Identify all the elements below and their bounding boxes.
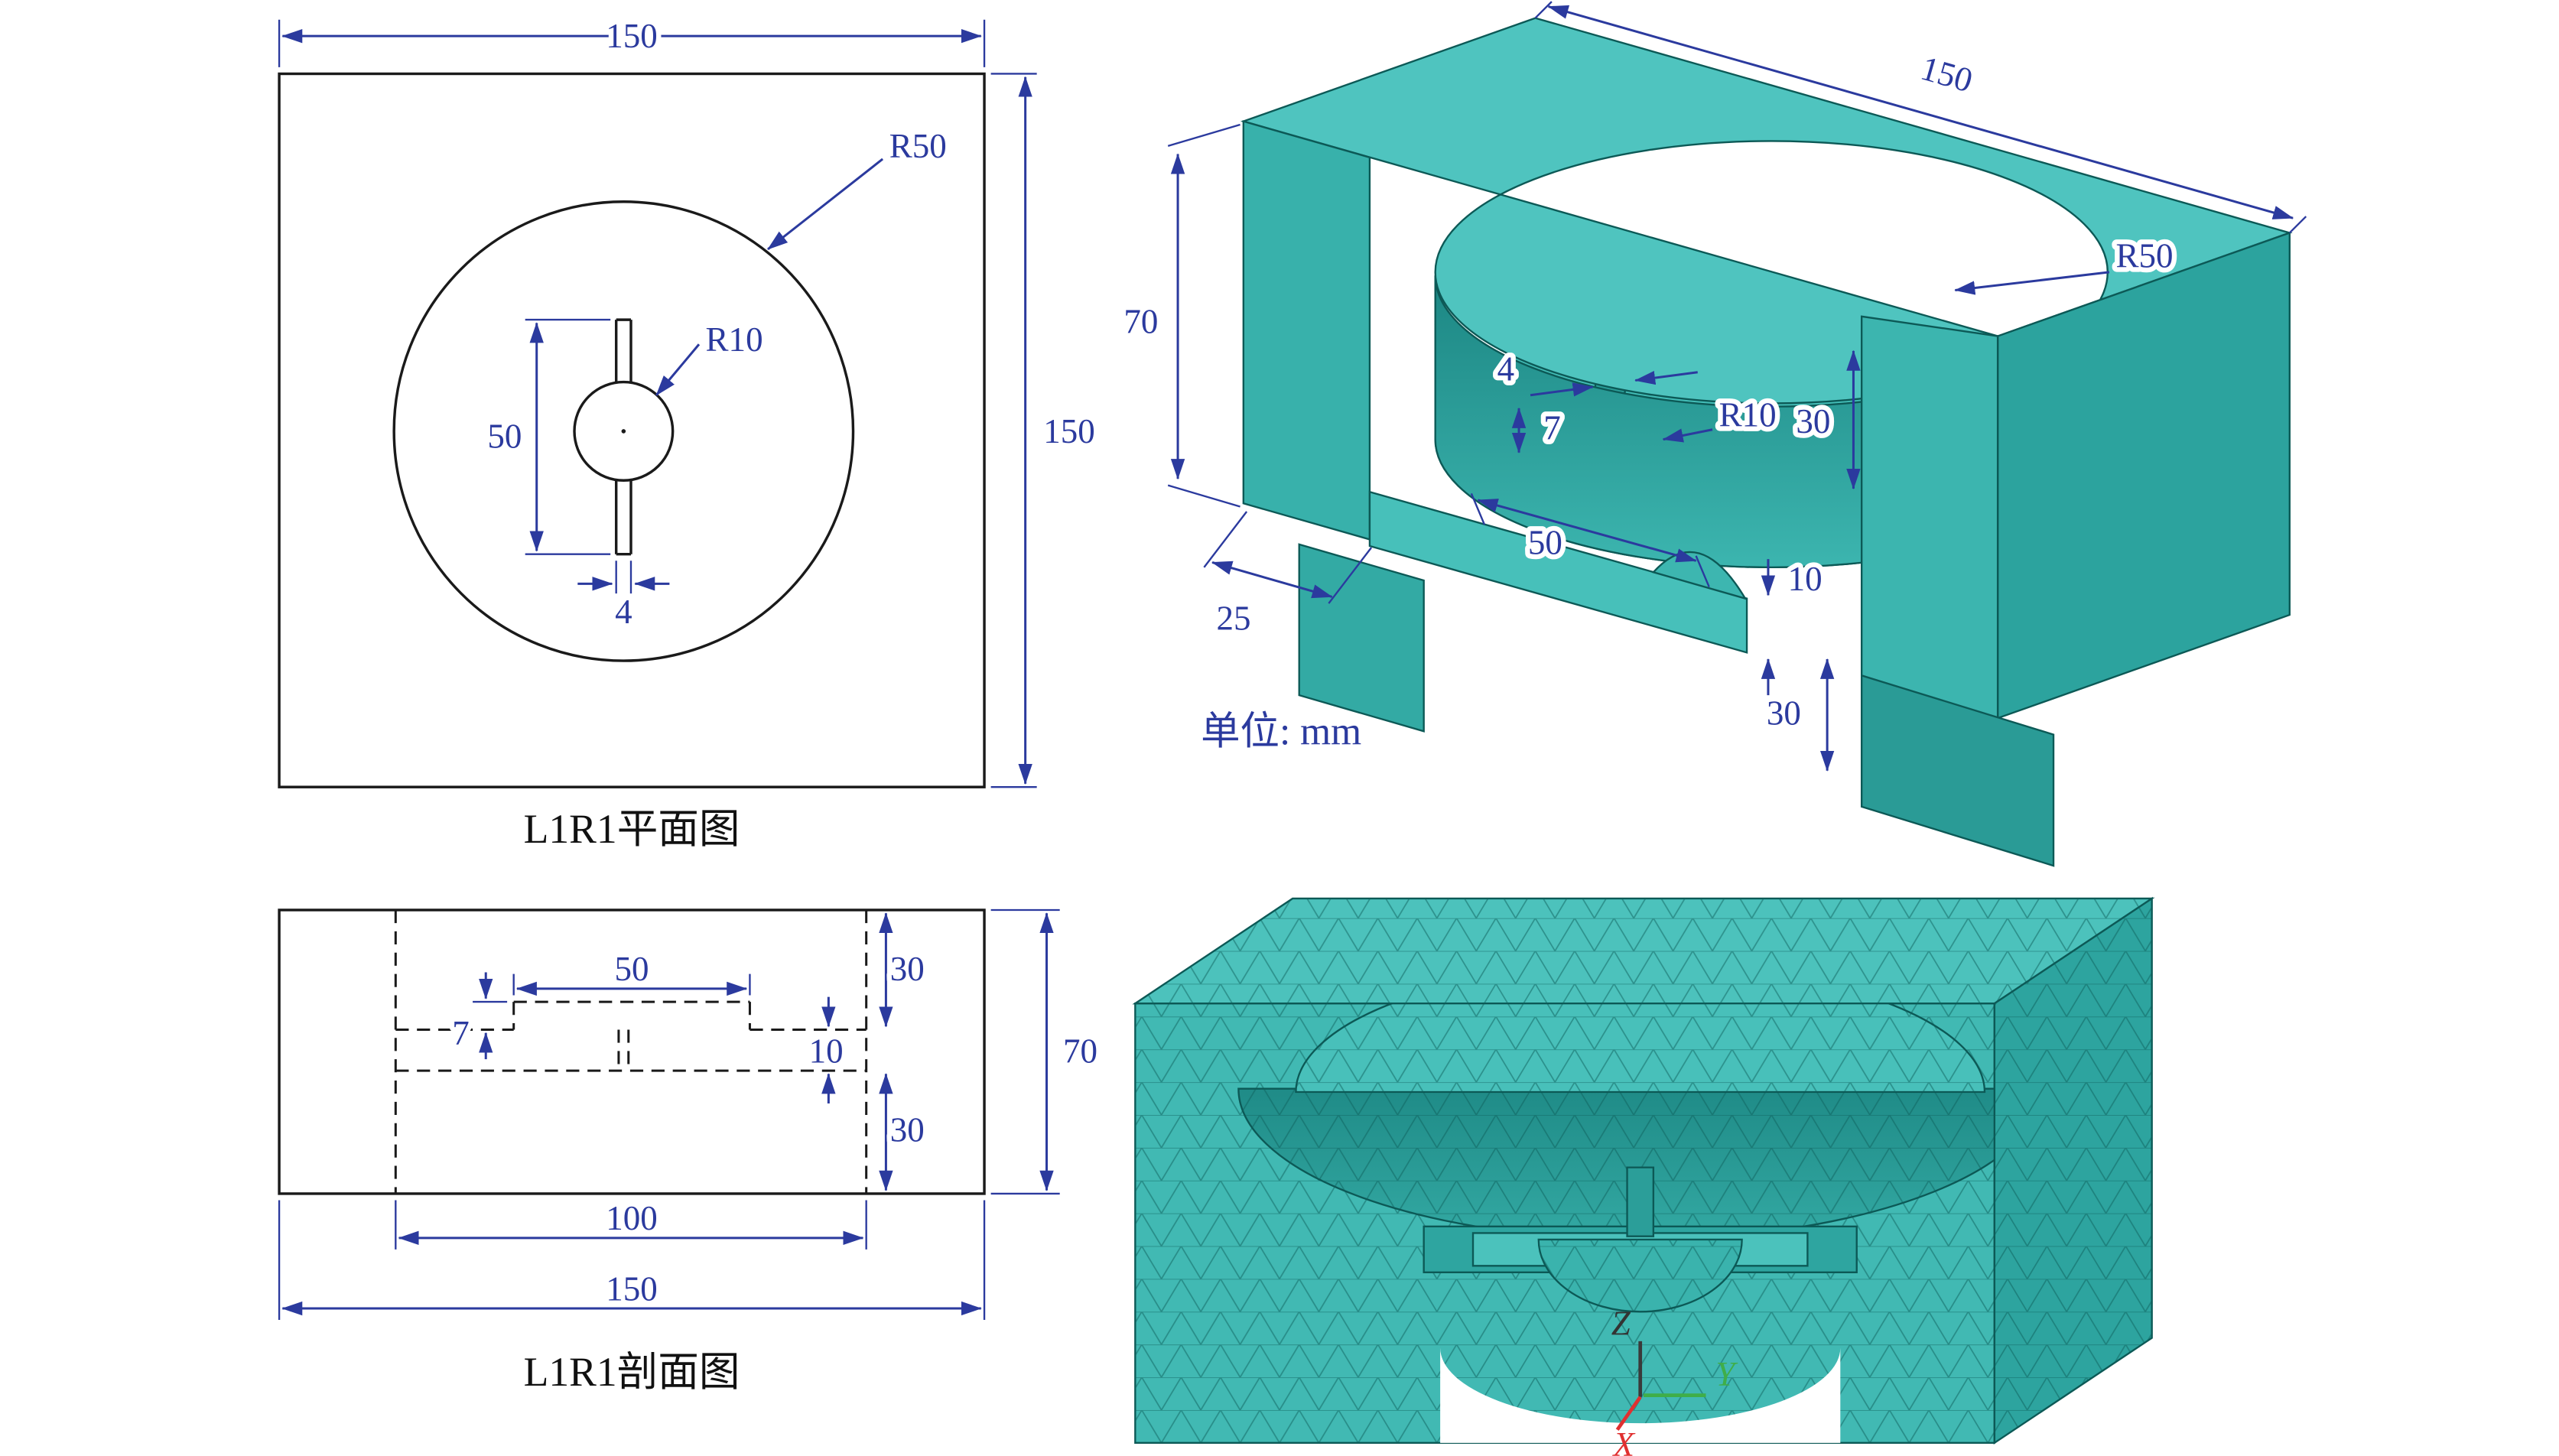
section-dim-opening: 100: [395, 1194, 867, 1250]
plan-dim-slot-width-label: 4: [615, 593, 632, 631]
iso-arch-right-leg: [1860, 674, 2055, 867]
coordinate-triad: Z Y X: [1611, 1304, 1739, 1456]
iso-dim-slot: 50: [1470, 492, 1710, 588]
iso-dim-wall-thickness: 25: [1203, 511, 1373, 642]
section-dim-top-wall-label: 30: [890, 950, 925, 988]
section-dim-width: 150: [278, 1200, 986, 1321]
plan-center-dot: [621, 429, 626, 434]
iso-plate-cut-sliver: [1368, 490, 1748, 654]
iso-dim-height-label: 70: [1123, 302, 1158, 340]
plan-outer-circle-r50: [392, 200, 855, 662]
iso-r50-label: R50: [2116, 236, 2174, 275]
iso-r10-label: R10: [1719, 395, 1777, 434]
plan-dim-height: 150: [990, 73, 1100, 788]
iso-dim-height: 70: [1119, 123, 1240, 508]
plan-r50-label: R50: [889, 127, 947, 165]
x-axis-line: [1615, 1396, 1642, 1432]
plan-slot: [614, 318, 632, 556]
section-dim-width-label: 150: [606, 1269, 658, 1308]
iso-dim-plate: 10: [1761, 554, 1827, 696]
plan-r10-label: R10: [706, 320, 763, 359]
section-dim-bottom-wall-label: 30: [890, 1110, 925, 1149]
section-hidden-lines: [394, 910, 868, 1194]
iso-dim-wall-label: 25: [1216, 599, 1250, 637]
iso-left-leg: [1298, 543, 1425, 733]
plan-dim-width-label: 150: [606, 17, 658, 55]
iso-left-cut-face: [1242, 120, 1371, 541]
iso-front-right-face: [1996, 231, 2291, 720]
mesh-boss-rib: [1626, 1166, 1655, 1237]
plan-dim-width: 150: [278, 12, 986, 67]
section-dim-top-wall: 30: [879, 912, 929, 1028]
plan-label-r10: R10: [655, 315, 768, 396]
plan-dim-height-label: 150: [1043, 412, 1095, 450]
iso-label-r10: R10: [1662, 391, 1781, 443]
iso-dim-rib-label: 4: [1497, 349, 1515, 388]
x-axis-label: X: [1612, 1425, 1636, 1456]
iso-label-r50: R50: [1954, 232, 2178, 295]
section-dim-plate: 10: [804, 996, 848, 1104]
z-axis-label: Z: [1611, 1304, 1631, 1342]
iso-front-cut-strip: [1860, 315, 1999, 720]
iso-view: 150 70 25 R50 4 7 R10: [1119, 1, 2307, 867]
plan-dim-slot-length-label: 50: [487, 417, 522, 455]
section-dim-slot: 50: [512, 945, 751, 996]
section-dim-height: 70: [990, 908, 1102, 1195]
iso-dim-width-label: 150: [1917, 49, 1977, 100]
section-outline: [278, 908, 986, 1195]
mesh-right-face-mesh: [1994, 898, 2152, 1443]
plan-inner-circle-r10: [573, 380, 675, 482]
units-label: 单位: mm: [1201, 710, 1361, 753]
plan-outer-square: [278, 72, 986, 788]
mesh-top-face-mesh: [1135, 898, 2152, 1004]
iso-dim-boss-height-label: 7: [1543, 409, 1561, 447]
plan-dim-slot-width: 4: [577, 561, 670, 635]
section-dim-height-label: 70: [1063, 1032, 1097, 1070]
iso-dim-slot-label: 50: [1528, 524, 1562, 562]
iso-dim-cavity-depth: 30: [1791, 349, 1861, 490]
section-caption: L1R1剖面图: [524, 1349, 740, 1395]
iso-dim-plate-label: 10: [1788, 560, 1823, 598]
plan-view: 150 150 50 4 R10 R50 L1: [278, 12, 1100, 852]
mesh-arch-opening: [1440, 1347, 1841, 1443]
plan-dim-slot-length: 50: [483, 318, 611, 555]
section-dim-slot-label: 50: [615, 950, 649, 988]
section-dim-plate-label: 10: [809, 1032, 844, 1070]
mesh-boss-mesh: [1538, 1239, 1742, 1312]
plan-label-r50: R50: [767, 122, 951, 251]
section-dim-bottom-wall: 30: [879, 1073, 929, 1191]
mesh-view: Z Y X: [1132, 896, 2155, 1456]
section-dim-opening-label: 100: [606, 1199, 658, 1237]
section-dim-step-label: 7: [452, 1014, 470, 1052]
iso-dim-leg-height-label: 30: [1767, 694, 1801, 733]
iso-dim-cavity-depth-label: 30: [1796, 402, 1830, 440]
plan-caption: L1R1平面图: [524, 806, 740, 852]
section-view: 50 30 7 10 30 70: [278, 908, 1102, 1395]
y-axis-label: Y: [1715, 1355, 1738, 1393]
section-dim-step: 7: [447, 972, 508, 1060]
mesh-cavity-wall-mesh: [1238, 1088, 2043, 1240]
iso-dim-leg-height: 30: [1761, 658, 1835, 772]
